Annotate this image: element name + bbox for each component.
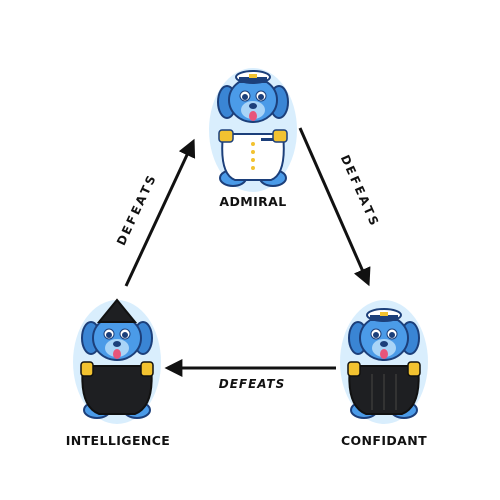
- arrow-admiral-to-confidant: [298, 127, 371, 287]
- edge-label-confidant-to-intelligence: DEFEATS: [219, 377, 286, 391]
- edge-label-letter: S: [365, 214, 381, 228]
- admiral-label: ADMIRAL: [219, 194, 286, 209]
- edge-label-intelligence-to-admiral: DEFEATS: [114, 174, 159, 248]
- edge-label-intelligence-to-admiral-text: DEFEATS: [114, 174, 159, 248]
- intelligence-label: INTELLIGENCE: [66, 433, 171, 448]
- edge-label-admiral-to-confidant-text: DEFEATS: [338, 153, 381, 227]
- edge-label-letter: S: [142, 174, 158, 188]
- arrow-intelligence-to-admiral: [124, 138, 196, 287]
- confidant-label: CONFIDANT: [341, 433, 427, 448]
- confidant-dog-icon: [340, 300, 428, 424]
- edge-label-admiral-to-confidant: DEFEATS: [338, 153, 381, 227]
- admiral-dog-icon: [209, 68, 297, 192]
- intelligence-dog-icon: [73, 298, 161, 424]
